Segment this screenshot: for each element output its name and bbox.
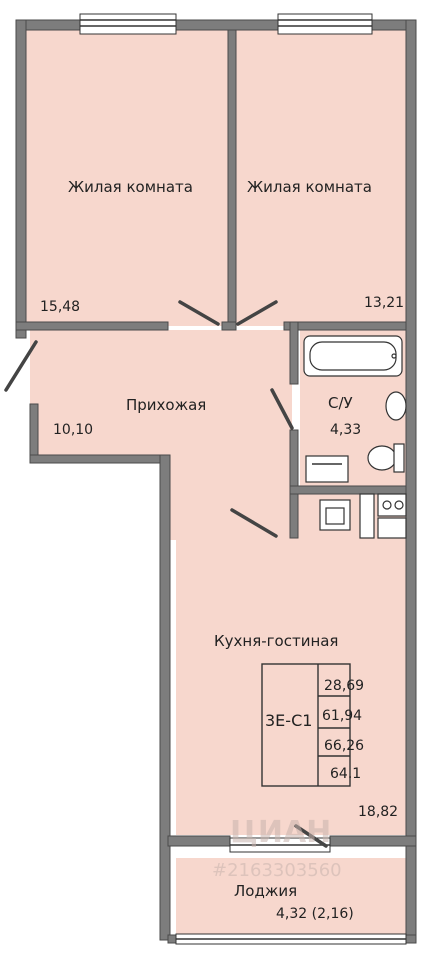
room-hallway-fill [30,330,292,460]
bedroom-left-area: 15,48 [40,299,80,315]
kitchen-counter [359,493,375,539]
bathroom-name: С/У [328,394,353,412]
room-labels: Жилая комната 15,48 Жилая комната 13,21 … [40,178,404,922]
watermark-logo-text: ЦИАН [230,815,331,850]
total-with-loggia-value: 66,26 [324,738,364,754]
kitchen-living-area: 18,82 [358,804,398,820]
total-area-value: 61,94 [322,708,362,724]
sink-bathroom [385,391,407,421]
loggia-area: 4,32 (2,16) [276,906,354,922]
bedroom-left-name: Жилая комната [68,178,193,196]
washing-machine [305,455,349,483]
room-loggia-fill [176,858,406,940]
watermark-id-text: #2163303560 [212,860,342,881]
windows [79,13,407,945]
toilet [367,445,397,471]
living-area-value: 28,69 [324,678,364,694]
room-bedroom-left-fill [26,30,228,326]
hallway-name: Прихожая [126,396,206,414]
door-entrance [4,340,38,392]
loggia-name: Лоджия [234,882,297,900]
door-loggia [294,824,328,848]
summary-table [261,663,351,787]
door-bedroom-left [178,300,220,326]
watermark: ЦИАН #2163303560 [212,815,342,881]
window-bedroom-right [277,13,373,35]
bedroom-right-area: 13,21 [364,295,404,311]
room-bedroom-right-fill [236,30,406,326]
window-bedroom-left [79,13,177,35]
door-bathroom [270,388,294,430]
room-kitchen-fill [176,490,406,835]
extra-value: 64.1 [330,766,361,782]
summary-values: 3Е-С1 28,69 61,94 66,26 64.1 [265,678,364,782]
room-fills [26,30,406,940]
doors [4,300,328,848]
door-kitchen [230,508,278,538]
bedroom-right-name: Жилая комната [247,178,372,196]
apartment-code: 3Е-С1 [265,711,312,730]
hallway-area: 10,10 [53,422,93,438]
kitchen-living-name: Кухня-гостиная [214,632,338,650]
kitchen-sink [319,499,351,531]
door-bedroom-right [236,300,278,326]
bathroom-area: 4,33 [330,422,361,438]
fixtures [303,335,407,539]
stove [377,493,407,517]
walls [15,19,417,944]
